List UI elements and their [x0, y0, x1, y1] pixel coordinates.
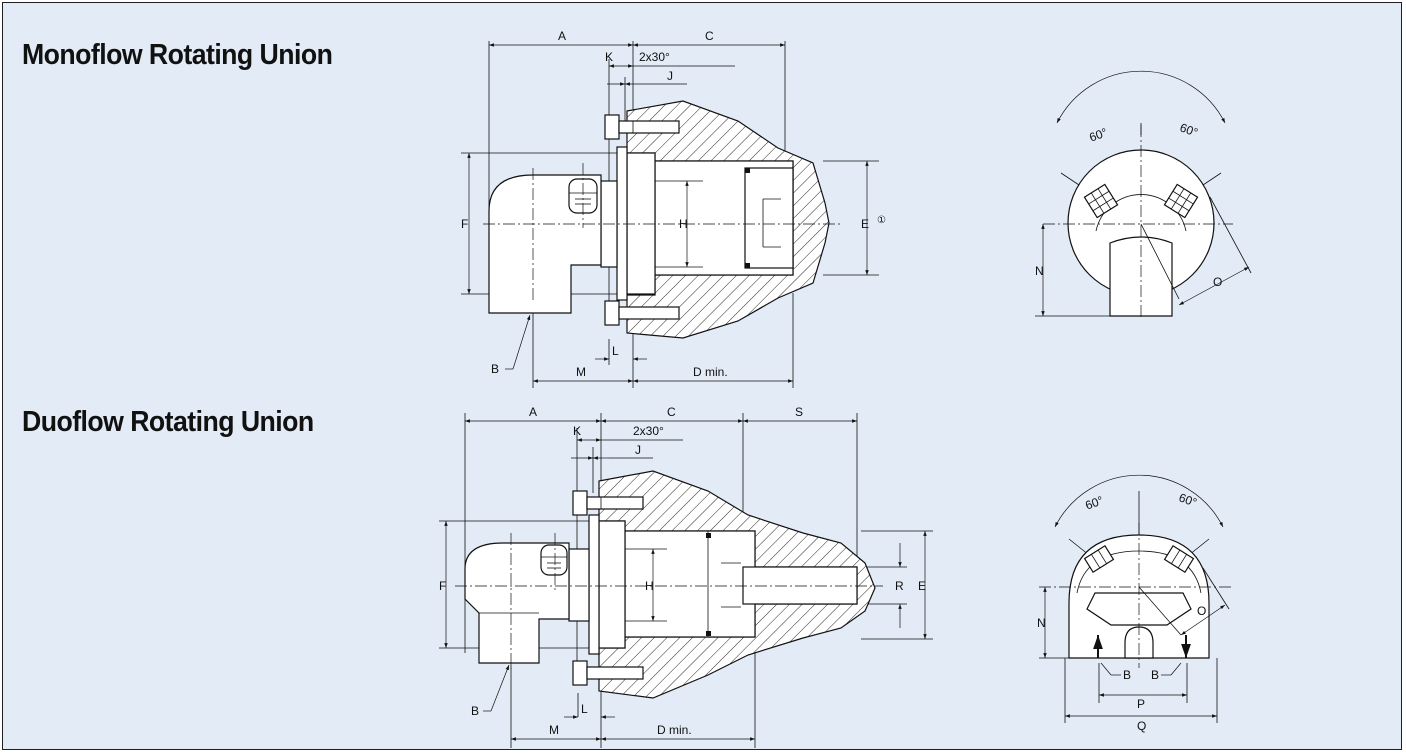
label-N: N: [1037, 616, 1046, 630]
label-Q: Q: [1137, 719, 1146, 733]
label-D: D min.: [693, 365, 728, 379]
label-L: L: [581, 702, 588, 716]
label-angle-right: 60°: [1178, 120, 1200, 139]
monoflow-heading: Monoflow Rotating Union: [22, 39, 333, 71]
label-E-note: ①: [877, 215, 886, 226]
label-J: J: [667, 69, 673, 83]
label-H: H: [645, 579, 654, 593]
label-O: O: [1213, 275, 1222, 289]
label-H: H: [679, 217, 688, 231]
label-E: E: [918, 579, 926, 593]
label-N: N: [1035, 264, 1044, 278]
label-C: C: [705, 29, 714, 43]
label-angle-left: 60°: [1083, 493, 1105, 512]
label-M: M: [576, 365, 586, 379]
label-C: C: [667, 405, 676, 419]
label-L: L: [612, 344, 619, 358]
label-M: M: [549, 723, 559, 737]
label-K: K: [605, 50, 613, 64]
label-J: J: [635, 443, 641, 457]
label-B: B: [471, 704, 479, 718]
duoflow-end-view: N O B B P Q 60° 60°: [1037, 474, 1233, 733]
label-F: F: [461, 217, 468, 231]
monoflow-side-view: A C K 2x30° J F H E ① L M D min. B: [461, 29, 886, 388]
technical-drawing: A C K 2x30° J F H E ① L M D min. B N O 6…: [439, 29, 1252, 748]
label-B: B: [491, 362, 499, 376]
label-chamfer: 2x30°: [639, 50, 670, 64]
label-S: S: [795, 405, 803, 419]
label-B1: B: [1123, 668, 1131, 682]
label-E: E: [861, 217, 869, 231]
label-R: R: [895, 579, 904, 593]
label-F: F: [439, 579, 446, 593]
label-O: O: [1197, 604, 1206, 618]
label-chamfer: 2x30°: [633, 424, 664, 438]
label-K: K: [573, 424, 581, 438]
duoflow-side-view: A C S K 2x30° J F H R E L M D min. B: [439, 405, 933, 748]
label-B2: B: [1151, 668, 1159, 682]
label-P: P: [1137, 697, 1145, 711]
label-A: A: [558, 29, 566, 43]
duoflow-heading: Duoflow Rotating Union: [22, 406, 314, 438]
label-angle-right: 60°: [1177, 490, 1199, 509]
label-D: D min.: [657, 723, 692, 737]
monoflow-end-view: N O 60° 60°: [1035, 70, 1252, 319]
label-angle-left: 60°: [1087, 125, 1109, 144]
label-A: A: [529, 405, 537, 419]
